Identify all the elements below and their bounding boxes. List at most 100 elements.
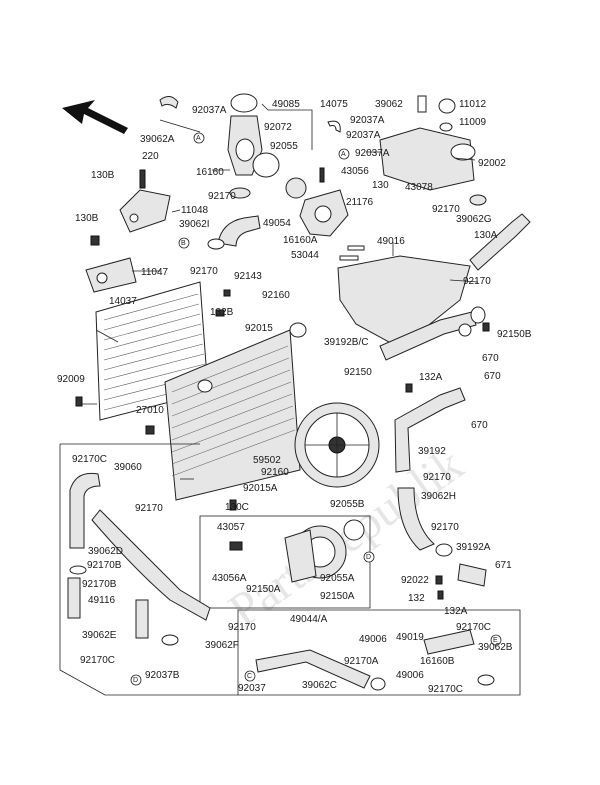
label-671: 671 bbox=[495, 560, 512, 571]
label-92170b-a: 92170B bbox=[87, 560, 122, 571]
label-39062: 39062 bbox=[375, 99, 403, 110]
label-43078: 43078 bbox=[405, 182, 433, 193]
label-130b-1: 130B bbox=[91, 170, 115, 181]
label-670-c: 670 bbox=[471, 420, 488, 431]
label-39062f: 39062F bbox=[205, 640, 239, 651]
label-49016: 49016 bbox=[377, 236, 405, 247]
label-92170-c: 92170 bbox=[463, 276, 491, 287]
label-92170-h: 92170 bbox=[228, 622, 256, 633]
label-39062e: 39062E bbox=[82, 630, 117, 641]
label-92170c-d: 92170C bbox=[428, 684, 463, 695]
label-92170-a: 92170 bbox=[208, 191, 236, 202]
label-43056a: 43056A bbox=[212, 573, 247, 584]
radiator-core bbox=[95, 281, 307, 501]
label-92170c-a: 92170C bbox=[72, 454, 107, 465]
label-92037a-top: 92037A bbox=[192, 105, 227, 116]
label-49006-a: 49006 bbox=[359, 634, 387, 645]
cooling-fan bbox=[294, 402, 380, 488]
label-92150a-b: 92150A bbox=[320, 591, 355, 602]
label-92170c-c: 92170C bbox=[80, 655, 115, 666]
label-130a: 130A bbox=[474, 230, 498, 241]
label-53044: 53044 bbox=[291, 250, 319, 261]
thermostat-housing bbox=[252, 120, 350, 237]
label-59502: 59502 bbox=[253, 455, 281, 466]
label-14075: 14075 bbox=[320, 99, 348, 110]
callout-c-1: C bbox=[247, 673, 252, 680]
label-43056: 43056 bbox=[341, 166, 369, 177]
label-49054: 49054 bbox=[263, 218, 291, 229]
callout-a-2: A bbox=[341, 151, 346, 158]
hose-39062G bbox=[469, 213, 531, 271]
label-92150b: 92150B bbox=[497, 329, 532, 340]
label-39192a: 39192A bbox=[456, 542, 491, 553]
label-670-a: 670 bbox=[482, 353, 499, 364]
label-27010: 27010 bbox=[136, 405, 164, 416]
label-132b: 132B bbox=[210, 307, 234, 318]
bracket-11048 bbox=[119, 169, 171, 233]
label-92170a: 92170A bbox=[344, 656, 379, 667]
label-92037: 92037 bbox=[238, 683, 266, 694]
label-92170c-b: 92170C bbox=[456, 622, 491, 633]
water-pump-box bbox=[199, 515, 375, 609]
label-92150: 92150 bbox=[344, 367, 372, 378]
label-49085: 49085 bbox=[272, 99, 300, 110]
callout-d-2: D bbox=[133, 677, 138, 684]
pipe-39192 bbox=[379, 306, 486, 473]
callout-letters: A A B D D C E bbox=[133, 135, 498, 684]
label-49116: 49116 bbox=[88, 595, 116, 606]
label-49044a: 49044/A bbox=[290, 614, 328, 625]
label-92055a: 92055A bbox=[320, 573, 355, 584]
hose-39062H bbox=[397, 487, 435, 551]
label-92160-b: 92160 bbox=[261, 467, 289, 478]
label-92015a: 92015A bbox=[243, 483, 278, 494]
label-92037a-2: 92037A bbox=[346, 130, 381, 141]
label-16160: 16160 bbox=[196, 167, 224, 178]
label-92015: 92015 bbox=[245, 323, 273, 334]
bracket-11047 bbox=[85, 235, 137, 293]
label-670-b: 670 bbox=[484, 371, 501, 382]
label-21176: 21176 bbox=[346, 197, 374, 208]
callout-d-1: D bbox=[366, 554, 371, 561]
label-14037: 14037 bbox=[109, 296, 137, 307]
part-labels: 92037A 49085 14075 39062 11012 92072 920… bbox=[57, 99, 532, 695]
label-92055: 92055 bbox=[270, 141, 298, 152]
callout-e-1: E bbox=[493, 637, 498, 644]
label-11009: 11009 bbox=[459, 117, 487, 128]
label-39062a: 39062A bbox=[140, 134, 175, 145]
bottom-hose-group bbox=[237, 609, 521, 696]
filler-neck-assembly bbox=[159, 93, 263, 199]
label-92037b: 92037B bbox=[145, 670, 180, 681]
label-39062b: 39062B bbox=[478, 642, 513, 653]
label-92170b-b: 92170B bbox=[82, 579, 117, 590]
label-11048: 11048 bbox=[181, 205, 209, 216]
bolts bbox=[75, 289, 490, 600]
label-132: 132 bbox=[408, 593, 425, 604]
label-92055b: 92055B bbox=[330, 499, 365, 510]
label-92160-a: 92160 bbox=[262, 290, 290, 301]
label-39060: 39060 bbox=[114, 462, 142, 473]
front-arrow-icon bbox=[62, 100, 128, 134]
label-130: 130 bbox=[372, 180, 389, 191]
left-hose-group bbox=[59, 443, 238, 696]
label-39062i: 39062I bbox=[179, 219, 210, 230]
leader-lines bbox=[80, 103, 479, 480]
label-92170-d: 92170 bbox=[190, 266, 218, 277]
label-49006-b: 49006 bbox=[396, 670, 424, 681]
callout-b-1: B bbox=[181, 240, 186, 247]
label-16160b: 16160B bbox=[420, 656, 455, 667]
label-132a-b: 132A bbox=[444, 606, 468, 617]
label-130c: 130C bbox=[225, 502, 249, 513]
label-130b-2: 130B bbox=[75, 213, 99, 224]
label-39192bc: 39192B/C bbox=[324, 337, 368, 348]
label-92170-b: 92170 bbox=[432, 204, 460, 215]
label-39192: 39192 bbox=[418, 446, 446, 457]
label-92150a-a: 92150A bbox=[246, 584, 281, 595]
label-92037a-r: 92037A bbox=[350, 115, 385, 126]
label-132a-a: 132A bbox=[419, 372, 443, 383]
label-92002: 92002 bbox=[478, 158, 506, 169]
label-39062g: 39062G bbox=[456, 214, 492, 225]
label-92170-e: 92170 bbox=[423, 472, 451, 483]
callout-a-1: A bbox=[196, 135, 201, 142]
